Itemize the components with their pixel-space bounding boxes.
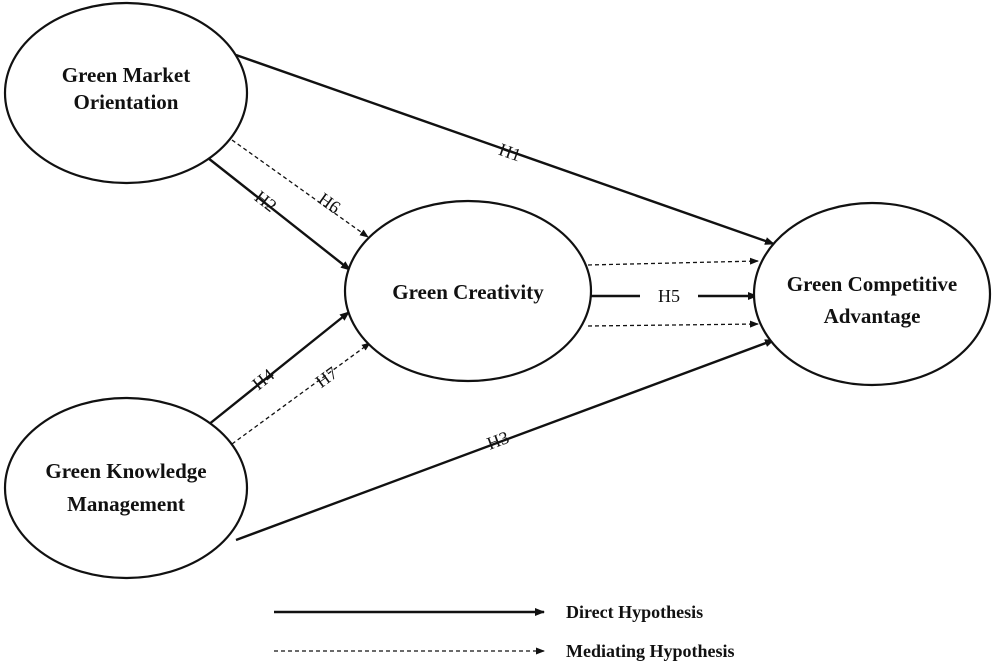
edge-h5-label: H5 [658, 286, 680, 306]
edge-h7-line [231, 342, 371, 445]
edge-h7-label: H7 [312, 363, 342, 392]
node-label-line: Management [67, 492, 185, 516]
edge-h5: H5 [590, 286, 758, 306]
node-green-market-orientation: Green Market Orientation [3, 1, 249, 185]
edge-h6-line [231, 139, 369, 238]
legend: Direct Hypothesis Mediating Hypothesis [274, 602, 735, 661]
node-label-line: Green Creativity [392, 280, 544, 304]
node-ellipse [343, 199, 593, 383]
node-label-line: Green Competitive [787, 272, 957, 296]
node-green-knowledge-management: Green Knowledge Management [3, 396, 249, 580]
legend-item-mediating: Mediating Hypothesis [274, 641, 735, 661]
edge-h6-label: H6 [315, 189, 345, 218]
legend-item-direct: Direct Hypothesis [274, 602, 703, 622]
node-ellipse [752, 201, 992, 387]
edge-h7: H7 [231, 342, 371, 445]
node-ellipse [3, 396, 249, 580]
node-label-line: Orientation [74, 90, 179, 114]
node-green-competitive-advantage: Green Competitive Advantage [752, 201, 992, 387]
edge-mediating-lower-line [587, 320, 759, 328]
edge-h2-line [207, 157, 351, 271]
node-label-line: Green Market [62, 63, 190, 87]
edge-mediating-parallel [587, 257, 759, 328]
legend-direct-label: Direct Hypothesis [566, 602, 703, 622]
node-green-creativity: Green Creativity [343, 199, 593, 383]
node-label-line: Green Knowledge [45, 459, 206, 483]
edge-h3-label: H3 [484, 427, 512, 453]
edge-h3-line [235, 338, 775, 542]
edge-mediating-upper-line [587, 257, 759, 266]
node-ellipse [3, 1, 249, 185]
edge-h1-line [235, 53, 775, 246]
node-label-line: Advantage [824, 304, 921, 328]
edge-h4-line [207, 311, 350, 426]
edge-h1-label: H1 [496, 139, 523, 165]
legend-mediating-label: Mediating Hypothesis [566, 641, 735, 661]
edge-h6: H6 [231, 139, 369, 238]
